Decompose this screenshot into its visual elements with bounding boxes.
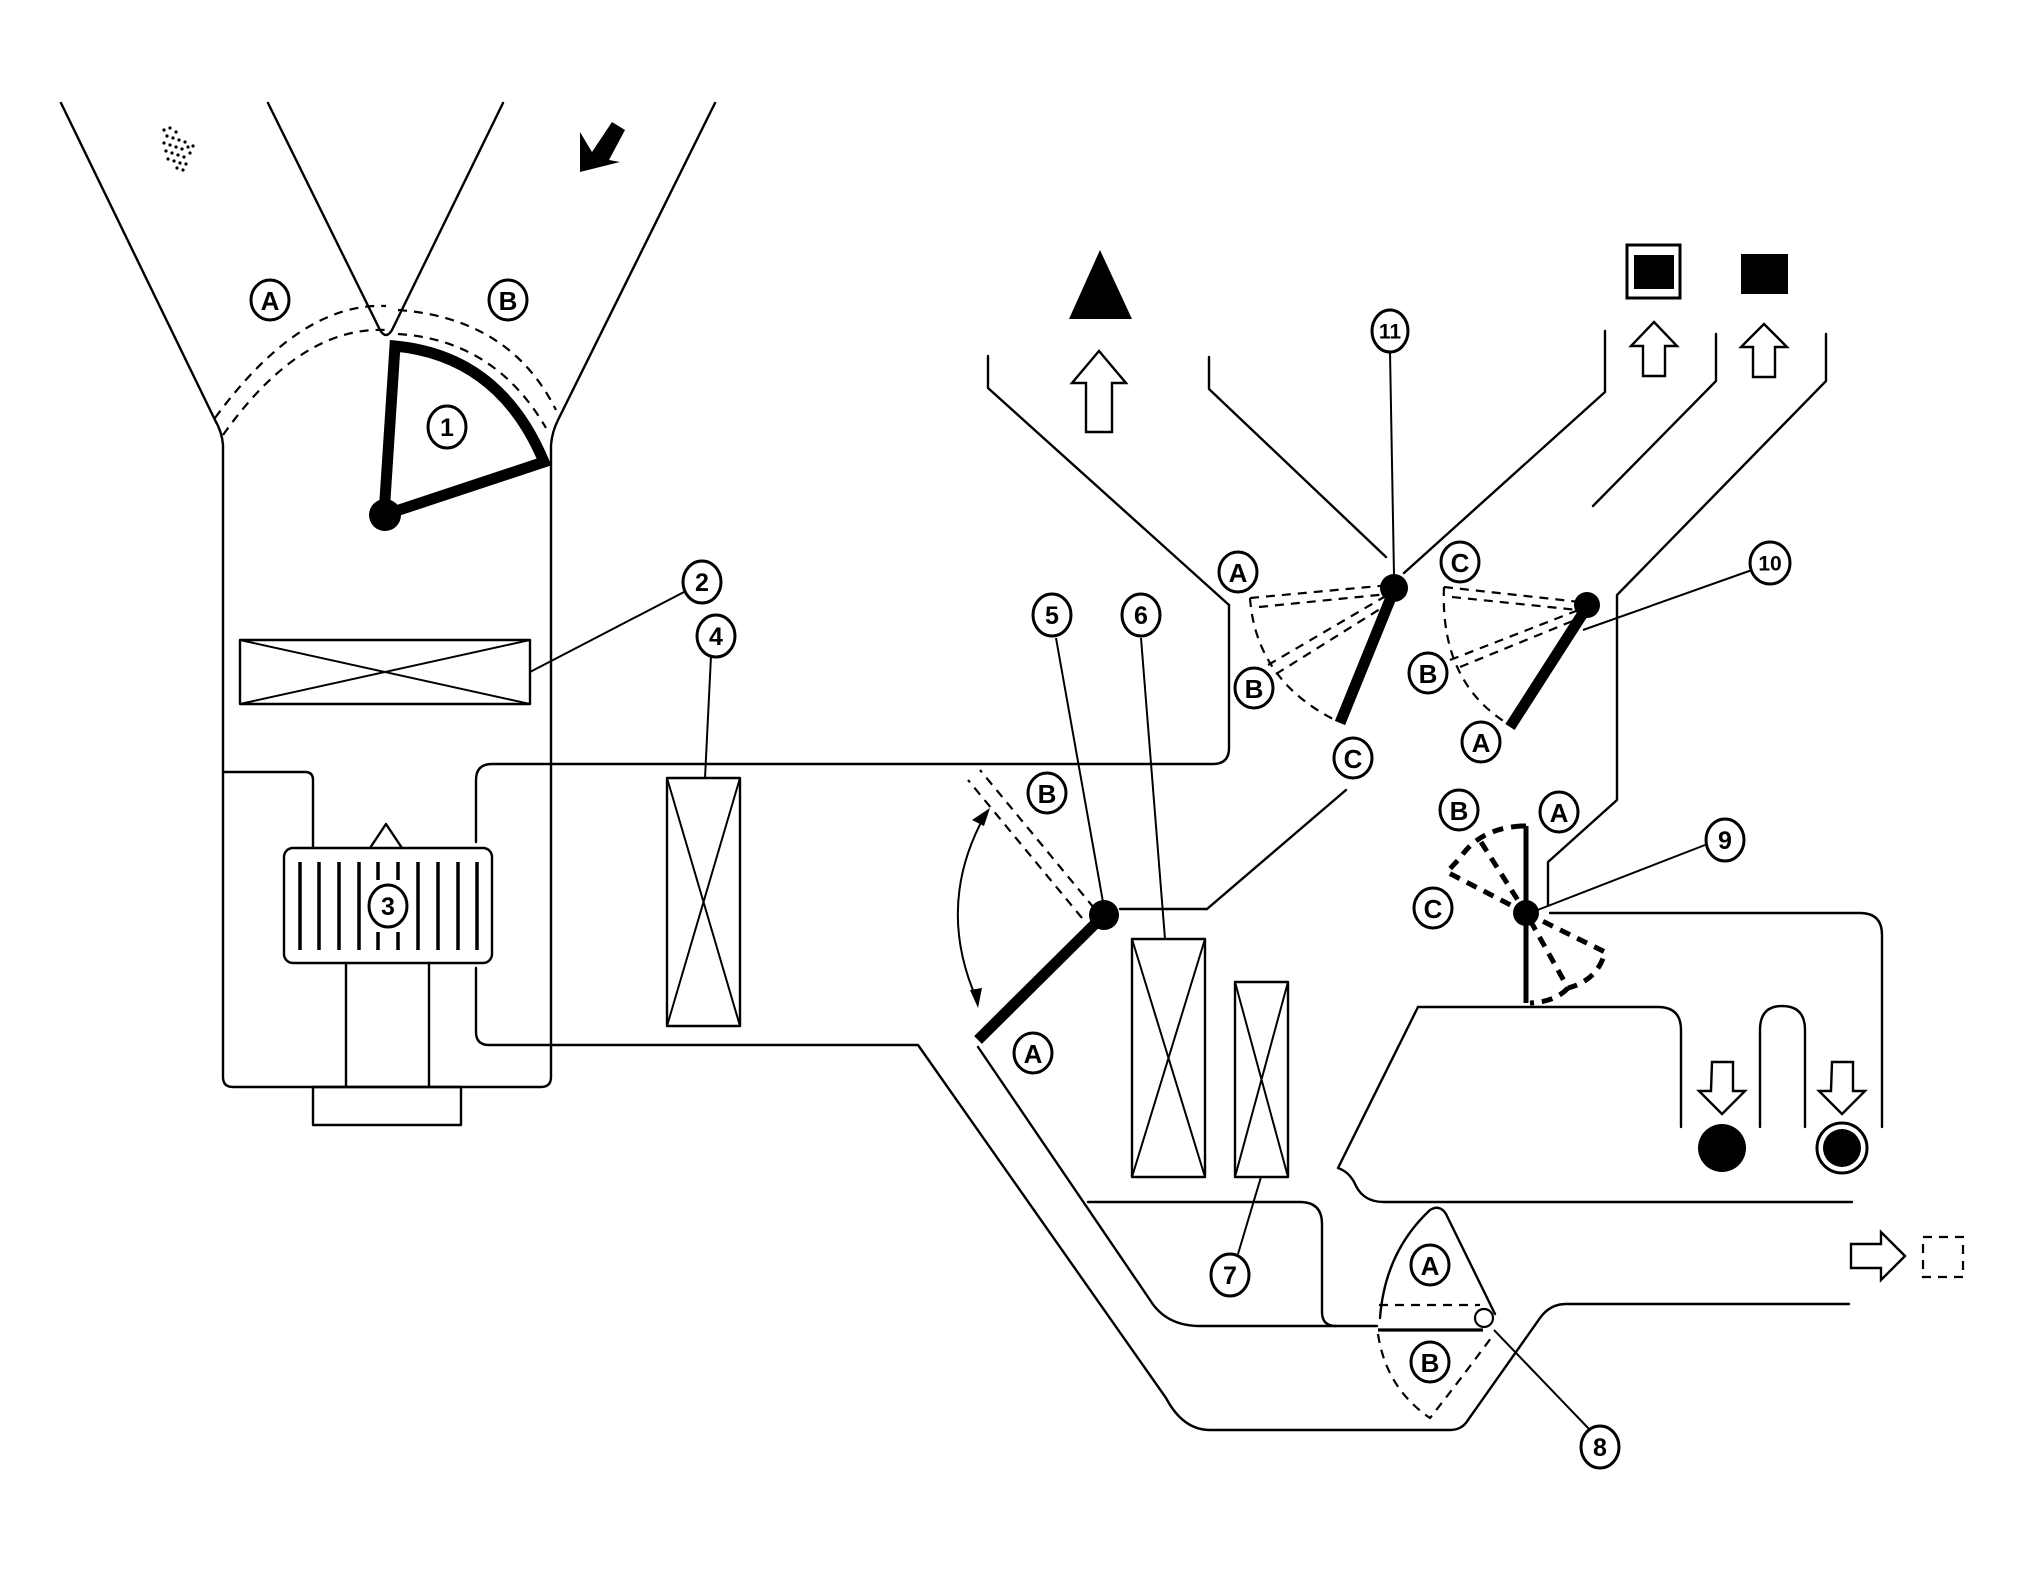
- position-label-b-door-11: B: [1233, 666, 1275, 710]
- callout-1-text: 1: [440, 414, 454, 442]
- leader-line-10: [1582, 569, 1753, 631]
- svg-text:A: A: [1550, 798, 1569, 828]
- callout-5-text: 5: [1045, 602, 1059, 630]
- down-arrow-icon: [1696, 1060, 1748, 1116]
- callout-3-text: 3: [381, 893, 395, 921]
- svg-text:A: A: [1472, 728, 1491, 758]
- vent-ducts: [976, 329, 1884, 1422]
- ventilator-side-door: [1442, 585, 1600, 730]
- callout-9: 9: [1704, 817, 1746, 863]
- leader-line-7: [1237, 1176, 1262, 1255]
- callout-8: 8: [1579, 1424, 1621, 1470]
- center-vent-outlet-icon: [1625, 243, 1682, 300]
- evaporator: [665, 776, 742, 1028]
- callout-11: 11: [1370, 308, 1410, 354]
- foot-outlet-icon: [1698, 1124, 1746, 1172]
- callout-9-text: 9: [1718, 827, 1732, 855]
- callout-5: 5: [1031, 592, 1073, 638]
- leader-line-4: [704, 655, 712, 779]
- callout-10: 10: [1748, 540, 1792, 586]
- rear-foot-outlet-icon: [1815, 1121, 1869, 1175]
- callout-7: 7: [1209, 1252, 1251, 1298]
- blower-motor: [282, 822, 494, 1127]
- position-label-b-door-10: B: [1407, 651, 1449, 695]
- down-arrow-icon: [1816, 1060, 1868, 1116]
- callout-2: 2: [681, 559, 723, 605]
- right-arrow-icon: [1849, 1229, 1907, 1283]
- leader-line-2: [529, 591, 685, 673]
- svg-text:A: A: [261, 286, 280, 316]
- air-mix-door: [956, 769, 1119, 1044]
- position-label-c-door-9: C: [1412, 886, 1454, 930]
- svg-text:C: C: [1451, 548, 1470, 578]
- up-arrow-icon: [1738, 322, 1790, 379]
- position-label-a-door-10: A: [1460, 720, 1502, 764]
- callout-10-text: 10: [1758, 553, 1781, 576]
- svg-text:B: B: [1419, 659, 1438, 689]
- callout-1: 1: [426, 404, 468, 450]
- blower-housing: [221, 603, 1470, 1432]
- defroster-side-door: [1376, 1206, 1497, 1420]
- position-label-c-door-10: C: [1439, 540, 1481, 584]
- up-arrow-icon: [1628, 320, 1680, 378]
- position-label-b-intake: B: [487, 278, 529, 322]
- callout-6: 6: [1120, 592, 1162, 638]
- ptc-heater: [1233, 980, 1290, 1179]
- callout-4: 4: [695, 613, 737, 659]
- position-label-c-door-11: C: [1332, 736, 1374, 780]
- position-label-a-intake: A: [249, 278, 291, 322]
- position-label-b-air-mix: B: [1026, 771, 1068, 815]
- position-label-a-door-9: A: [1538, 790, 1580, 834]
- svg-text:A: A: [1024, 1039, 1043, 1069]
- recirculation-air-icon: [580, 122, 625, 172]
- leader-line-5: [1055, 637, 1104, 903]
- leader-line-8: [1493, 1329, 1591, 1431]
- position-label-b-door-8: B: [1409, 1340, 1451, 1384]
- svg-text:B: B: [1450, 796, 1469, 826]
- svg-text:B: B: [1038, 779, 1057, 809]
- side-defroster-outlet-icon: [1921, 1235, 1965, 1279]
- svg-text:C: C: [1344, 744, 1363, 774]
- defroster-ventilator-door: [1248, 574, 1408, 726]
- intake-duct: [59, 101, 717, 1089]
- side-vent-outlet-icon: [1741, 254, 1788, 294]
- callout-11-text: 11: [1379, 321, 1402, 344]
- svg-text:B: B: [1245, 674, 1264, 704]
- callout-7-text: 7: [1223, 1262, 1237, 1290]
- svg-text:C: C: [1424, 894, 1443, 924]
- intake-door: [369, 339, 552, 531]
- callout-3: 3: [367, 883, 409, 929]
- defroster-outlet-icon: [1069, 250, 1132, 319]
- position-label-a-door-11: A: [1217, 550, 1259, 594]
- up-arrow-icon: [1069, 349, 1129, 434]
- fresh-air-icon: [162, 126, 195, 172]
- callout-4-text: 4: [709, 623, 723, 651]
- svg-text:A: A: [1421, 1251, 1440, 1281]
- callout-8-text: 8: [1593, 1434, 1607, 1462]
- svg-text:A: A: [1229, 558, 1248, 588]
- position-label-a-door-8: A: [1409, 1243, 1451, 1287]
- svg-text:B: B: [499, 286, 518, 316]
- position-label-a-air-mix: A: [1012, 1031, 1054, 1075]
- callout-6-text: 6: [1134, 602, 1148, 630]
- leader-line-6: [1140, 637, 1166, 940]
- position-label-b-door-9: B: [1438, 788, 1480, 832]
- in-cabin-microfilter: [238, 638, 532, 706]
- callout-2-text: 2: [695, 569, 709, 597]
- leader-line-9: [1534, 844, 1706, 912]
- leader-line-11: [1389, 351, 1395, 576]
- svg-text:B: B: [1421, 1348, 1440, 1378]
- heater-core: [1130, 937, 1207, 1179]
- foot-door: [1442, 823, 1608, 1006]
